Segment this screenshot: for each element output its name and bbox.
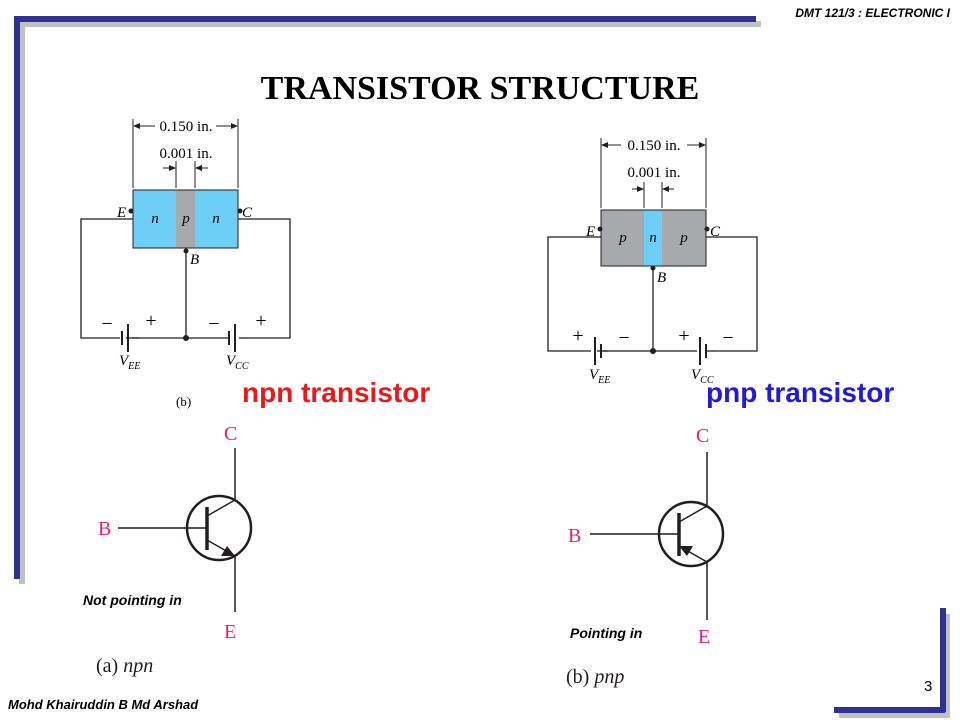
pnp-terminal-c: C xyxy=(710,224,721,240)
page-number: 3 xyxy=(924,678,933,695)
npn-vee-plus: + xyxy=(145,310,156,332)
pnp-emitter-arrow-icon xyxy=(679,546,693,556)
pnp-terminal-e: E xyxy=(585,224,595,240)
npn-region-label: n xyxy=(212,211,220,227)
pnp-vee-plus: + xyxy=(572,325,583,347)
npn-symbol-b: B xyxy=(98,518,111,540)
npn-dim-overall: 0.150 in. xyxy=(160,119,213,135)
npn-base-region xyxy=(176,190,195,248)
npn-region-label: p xyxy=(181,211,190,227)
npn-vcc-minus: − xyxy=(208,313,219,335)
pnp-region-label: p xyxy=(679,230,688,246)
npn-terminal-b: B xyxy=(190,252,199,268)
pnp-vcc-minus: − xyxy=(722,327,733,349)
slide-title: TRANSISTOR STRUCTURE xyxy=(260,70,700,107)
pnp-vee-minus: − xyxy=(618,327,629,349)
pnp-terminal-b: B xyxy=(657,270,666,286)
npn-terminal-c: C xyxy=(242,205,253,221)
pnp-region-label: n xyxy=(649,230,657,246)
pnp-region-label: p xyxy=(618,230,627,246)
pnp-vee-label: VEE xyxy=(589,367,610,386)
npn-caption: npn transistor xyxy=(242,377,431,408)
npn-vee-minus: − xyxy=(101,313,112,335)
pnp-arrow-note: Pointing in xyxy=(570,625,643,641)
pnp-collector-region xyxy=(662,210,706,266)
npn-symbol-caption: (a) npn xyxy=(96,655,153,677)
pnp-caption: pnp transistor xyxy=(706,377,895,408)
npn-collector-region xyxy=(195,190,238,248)
pnp-symbol-b: B xyxy=(568,525,581,547)
npn-dim-base: 0.001 in. xyxy=(160,146,213,162)
npn-vcc-plus: + xyxy=(255,310,266,332)
npn-symbol-e: E xyxy=(224,621,236,643)
npn-vee-label: VEE xyxy=(119,353,140,372)
pnp-base-region xyxy=(644,210,662,266)
pnp-symbol-caption: (b) pnp xyxy=(566,666,624,688)
npn-emitter-region xyxy=(133,190,176,248)
pnp-symbol-c: C xyxy=(696,425,709,447)
pnp-dim-overall: 0.150 in. xyxy=(628,138,681,154)
pnp-vcc-label: VCC xyxy=(691,367,714,386)
npn-figure-tag: (b) xyxy=(176,394,191,409)
pnp-symbol-e: E xyxy=(698,626,710,648)
pnp-vcc-plus: + xyxy=(678,325,689,347)
author-name: Mohd Khairuddin B Md Arshad xyxy=(8,697,199,712)
npn-emitter-arrow-icon xyxy=(221,546,235,556)
pnp-emitter-region xyxy=(601,210,644,266)
course-code: DMT 121/3 : ELECTRONIC I xyxy=(795,6,950,20)
npn-symbol-c: C xyxy=(224,423,237,445)
npn-terminal-e: E xyxy=(116,205,126,221)
pnp-dim-base: 0.001 in. xyxy=(628,165,681,181)
npn-region-label: n xyxy=(151,211,159,227)
npn-vcc-label: VCC xyxy=(226,353,249,372)
npn-arrow-note: Not pointing in xyxy=(83,592,182,608)
